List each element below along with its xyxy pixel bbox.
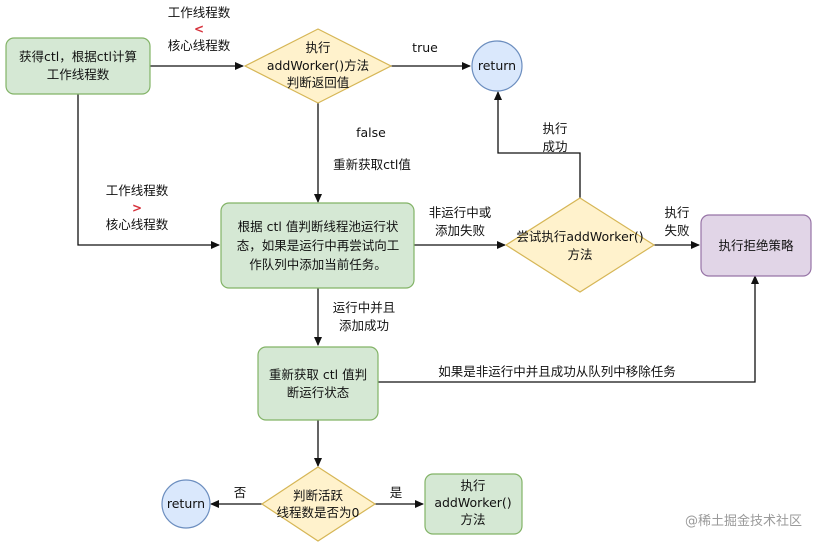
node-check-state-line-3: 作队列中添加当前任务。 [249,257,387,272]
node-try-add-worker-decision: 尝试执行addWorker() 方法 [504,197,656,293]
label-running-added-line-2: 添加成功 [339,318,389,333]
edge-getctl-to-checkstate [77,94,220,249]
watermark: @稀土掘金技术社区 [685,513,802,529]
node-recheck-state-line-1: 重新获取 ctl 值判 [269,367,367,382]
node-return-bottom-label: return [167,496,205,511]
node-recheck-state: 重新获取 ctl 值判 断运行状态 [257,346,379,421]
node-reject-policy-label: 执行拒绝策略 [718,238,794,253]
label-remove-task: 如果是非运行中并且成功从队列中移除任务 [438,364,676,379]
label-gt-bottom: 核心线程数 [106,217,169,232]
edge-tryadd-to-return [494,91,581,198]
label-gt-symbol: > [132,201,142,215]
label-lt-bottom: 核心线程数 [168,38,231,53]
node-check-zero-line-2: 线程数是否为0 [277,505,360,520]
node-add-worker-decision-line-3: 判断返回值 [287,75,350,90]
label-false: false [356,125,386,140]
node-try-add-worker-line-1: 尝试执行addWorker() [516,229,643,244]
node-check-zero-decision: 判断活跃 线程数是否为0 [260,466,377,542]
node-check-state-line-2: 态，如果是运行中再尝试向工 [237,238,400,253]
node-add-worker-final-line-2: addWorker() [434,495,511,510]
node-return-top-label: return [478,58,516,73]
node-add-worker-final-line-1: 执行 [460,478,485,493]
label-exec-fail-line-2: 失败 [664,223,690,238]
label-lt-top: 工作线程数 [168,5,231,20]
label-exec-success-line-1: 执行 [542,121,567,136]
node-recheck-state-line-2: 断运行状态 [287,385,350,400]
label-exec-fail-line-1: 执行 [664,205,689,220]
node-get-ctl-line-1: 获得ctl，根据ctl计算 [19,49,137,64]
node-return-bottom: return [161,479,211,529]
node-check-state-line-1: 根据 ctl 值判断线程池运行状 [238,219,399,234]
label-yes: 是 [390,485,403,500]
label-true: true [412,40,438,55]
node-add-worker-decision: 执行 addWorker()方法 判断返回值 [243,28,393,104]
node-return-top: return [471,40,523,92]
node-get-ctl: 获得ctl，根据ctl计算 工作线程数 [5,37,151,95]
node-add-worker-decision-line-2: addWorker()方法 [267,58,369,73]
label-exec-success-line-2: 成功 [542,139,567,154]
node-add-worker-final-line-3: 方法 [460,512,485,527]
label-not-running-line-1: 非运行中或 [429,205,492,220]
node-check-zero-line-1: 判断活跃 [293,488,344,503]
node-reject-policy: 执行拒绝策略 [700,214,812,277]
edges [77,62,759,508]
edge-recheck-to-reject [378,275,759,383]
label-refetch-ctl: 重新获取ctl值 [333,157,411,172]
label-lt-symbol: < [194,22,204,36]
node-add-worker-final: 执行 addWorker() 方法 [424,473,523,535]
label-running-added-line-1: 运行中并且 [333,300,396,315]
node-check-state: 根据 ctl 值判断线程池运行状 态，如果是运行中再尝试向工 作队列中添加当前任… [220,202,415,289]
label-not-running-line-2: 添加失败 [435,223,486,238]
node-get-ctl-line-2: 工作线程数 [47,67,110,82]
label-gt-top: 工作线程数 [106,183,169,198]
edge-labels: 工作线程数 < 核心线程数 工作线程数 > 核心线程数 true false 重… [106,5,690,500]
label-no: 否 [234,485,247,500]
node-try-add-worker-line-2: 方法 [567,247,592,262]
node-add-worker-decision-line-1: 执行 [305,40,330,55]
